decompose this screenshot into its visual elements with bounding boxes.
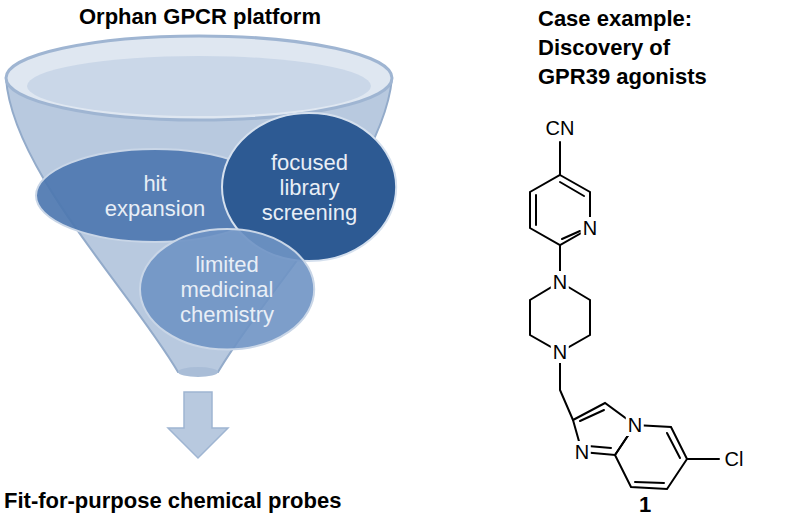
funnel-rim xyxy=(6,36,392,120)
double-bond xyxy=(560,182,584,196)
atom-label: Cl xyxy=(723,448,746,470)
step-label: hit expansion xyxy=(99,171,211,221)
funnel-spout xyxy=(178,367,218,377)
bond xyxy=(559,142,561,175)
panel-title: Orphan GPCR platform xyxy=(0,4,400,30)
step-label: limited medicinal chemistry xyxy=(172,252,282,327)
bond xyxy=(687,458,719,460)
step-ellipse: limited medicinal chemistry xyxy=(139,228,315,351)
funnel-inner xyxy=(27,56,371,116)
chemical-structure xyxy=(530,142,719,489)
atom-label: N xyxy=(573,441,591,463)
double-bond xyxy=(535,195,537,225)
atom-label: CN xyxy=(544,117,577,139)
ellipse-shape xyxy=(140,229,314,350)
atom-label: N xyxy=(581,217,599,239)
case-heading: Case example: Discovery of GPR39 agonist… xyxy=(538,4,738,91)
double-bond xyxy=(580,410,604,421)
double-bond xyxy=(588,446,611,448)
double-bond xyxy=(635,482,664,483)
result-caption: Fit-for-purpose chemical probes xyxy=(4,486,444,515)
double-bond xyxy=(562,231,580,239)
step-label: focused library screening xyxy=(254,150,364,225)
down-arrow xyxy=(168,392,228,458)
double-bond xyxy=(667,433,680,458)
atom-label: N xyxy=(626,414,644,436)
atom-label: N xyxy=(551,271,569,293)
atom-label: N xyxy=(551,341,569,363)
compound-number: 1 xyxy=(637,493,653,517)
